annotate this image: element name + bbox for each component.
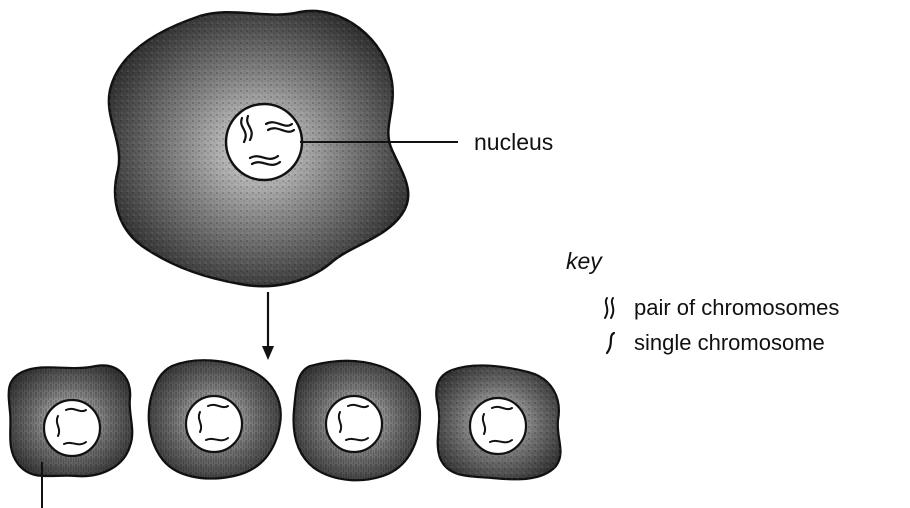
nucleus-label: nucleus [474,131,553,154]
key-item-single-label: single chromosome [634,330,825,356]
division-arrow [262,292,274,360]
parent-cell [109,11,408,286]
daughter-cell-1 [9,365,133,508]
daughter-cell-2 [149,360,281,478]
daughter-cell-3 [294,361,420,481]
parent-nucleus [226,104,302,180]
key-item-pair: pair of chromosomes [598,295,839,321]
key-item-single: single chromosome [598,330,825,356]
pair-of-chromosomes-icon [598,295,624,321]
key-item-pair-label: pair of chromosomes [634,295,839,321]
key-title: key [566,248,602,275]
daughter-cell-4 [436,366,560,480]
single-chromosome-icon [598,330,624,356]
